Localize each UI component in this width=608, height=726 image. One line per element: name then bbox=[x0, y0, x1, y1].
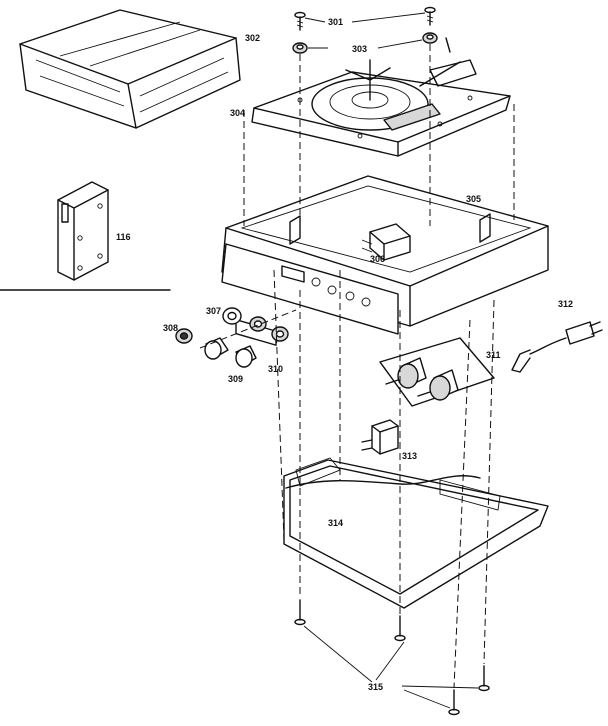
switch-313 bbox=[361, 419, 399, 455]
label-308: 308 bbox=[163, 323, 178, 333]
label-311: 311 bbox=[486, 350, 501, 360]
label-312: 312 bbox=[558, 299, 573, 309]
turntable-plate bbox=[251, 59, 511, 157]
label-301: 301 bbox=[328, 17, 343, 27]
label-303: 303 bbox=[352, 44, 367, 54]
label-313: 313 bbox=[402, 451, 417, 461]
bottom-pan bbox=[283, 457, 549, 609]
label-315: 315 bbox=[368, 682, 383, 692]
label-309: 309 bbox=[228, 374, 243, 384]
power-cord bbox=[511, 321, 603, 373]
alignment-lines bbox=[199, 44, 515, 689]
washers-303 bbox=[292, 32, 451, 54]
switch-306 bbox=[361, 223, 411, 261]
label-302: 302 bbox=[245, 33, 260, 43]
hinge-part bbox=[57, 181, 109, 281]
control-board bbox=[379, 337, 495, 407]
label-116: 116 bbox=[116, 232, 131, 242]
knob-parts bbox=[175, 307, 289, 368]
dust-cover bbox=[19, 9, 241, 129]
label-310: 310 bbox=[268, 364, 283, 374]
label-304: 304 bbox=[230, 108, 245, 118]
label-305: 305 bbox=[466, 194, 481, 204]
screws-301 bbox=[294, 6, 436, 31]
label-307: 307 bbox=[206, 306, 221, 316]
screws-315 bbox=[294, 599, 490, 716]
label-314: 314 bbox=[328, 518, 343, 528]
label-306: 306 bbox=[370, 254, 385, 264]
